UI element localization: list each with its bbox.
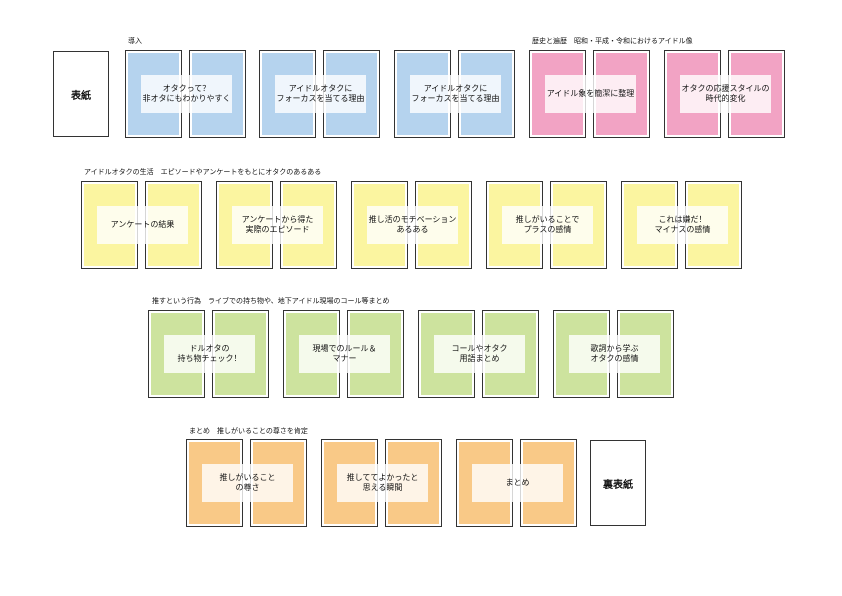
spread-caption: ドルオタの 持ち物チェック！ bbox=[164, 335, 255, 373]
page-spread: コールやオタク 用語まとめ bbox=[418, 310, 541, 398]
spread-caption: アイドルオタクに フォーカスを当てる理由 bbox=[275, 75, 366, 113]
spread-caption: これは嫌だ！ マイナスの感情 bbox=[637, 206, 728, 244]
page-spread: アイドルオタクに フォーカスを当てる理由 bbox=[394, 50, 517, 138]
front-cover: 表紙 bbox=[53, 51, 109, 137]
right-page bbox=[728, 50, 785, 138]
spread-caption: 推しがいることで プラスの感情 bbox=[502, 206, 593, 244]
page-spread: まとめ bbox=[456, 439, 579, 527]
page-spread: オタクって？ 非オタにもわかりやすく bbox=[125, 50, 248, 138]
spread-caption: アイドルオタクに フォーカスを当てる理由 bbox=[410, 75, 501, 113]
page-spread: 推しがいることで プラスの感情 bbox=[486, 181, 609, 269]
page-spread: 現場でのルール＆ マナー bbox=[283, 310, 406, 398]
spread-caption: オタクの応援スタイルの 時代的変化 bbox=[680, 75, 771, 113]
section-label: 推すという行為 ライブでの持ち物や、地下アイドル現場のコール等まとめ bbox=[152, 297, 390, 305]
spread-caption: 推しがいること の尊さ bbox=[202, 464, 293, 502]
page-spread: 歌詞から学ぶ オタクの感情 bbox=[553, 310, 676, 398]
spread-caption: 推し活のモチベーション あるある bbox=[367, 206, 458, 244]
page-spread: 推し活のモチベーション あるある bbox=[351, 181, 474, 269]
back-cover: 裏表紙 bbox=[590, 440, 646, 526]
back-cover-label: 裏表紙 bbox=[603, 479, 633, 491]
page-spread: アイドル象を簡潔に整理 bbox=[529, 50, 652, 138]
spread-caption: アイドル象を簡潔に整理 bbox=[545, 75, 636, 113]
page-spread: アンケートの結果 bbox=[81, 181, 204, 269]
spread-caption: アンケートから得た 実際のエピソード bbox=[232, 206, 323, 244]
page-spread: ドルオタの 持ち物チェック！ bbox=[148, 310, 271, 398]
section-label: まとめ 推しがいることの尊さを肯定 bbox=[189, 427, 308, 435]
page-spread: これは嫌だ！ マイナスの感情 bbox=[621, 181, 744, 269]
section-label: 歴史と遍歴 昭和・平成・令和におけるアイドル像 bbox=[532, 37, 693, 45]
page-spread: 推しててよかったと 思える瞬間 bbox=[321, 439, 444, 527]
front-cover-label: 表紙 bbox=[71, 90, 91, 102]
page-spread: アイドルオタクに フォーカスを当てる理由 bbox=[259, 50, 382, 138]
spread-caption: 推しててよかったと 思える瞬間 bbox=[337, 464, 428, 502]
left-page bbox=[664, 50, 721, 138]
spread-caption: まとめ bbox=[472, 464, 563, 502]
spread-caption: アンケートの結果 bbox=[97, 206, 188, 244]
spread-caption: 歌詞から学ぶ オタクの感情 bbox=[569, 335, 660, 373]
section-label: 導入 bbox=[128, 37, 142, 45]
page-spread: アンケートから得た 実際のエピソード bbox=[216, 181, 339, 269]
spread-caption: 現場でのルール＆ マナー bbox=[299, 335, 390, 373]
spread-caption: オタクって？ 非オタにもわかりやすく bbox=[141, 75, 232, 113]
section-label: アイドルオタクの生活 エピソードやアンケートをもとにオタクのあるある bbox=[84, 168, 322, 176]
spread-caption: コールやオタク 用語まとめ bbox=[434, 335, 525, 373]
page-spread: オタクの応援スタイルの 時代的変化 bbox=[664, 50, 787, 138]
page-spread: 推しがいること の尊さ bbox=[186, 439, 309, 527]
